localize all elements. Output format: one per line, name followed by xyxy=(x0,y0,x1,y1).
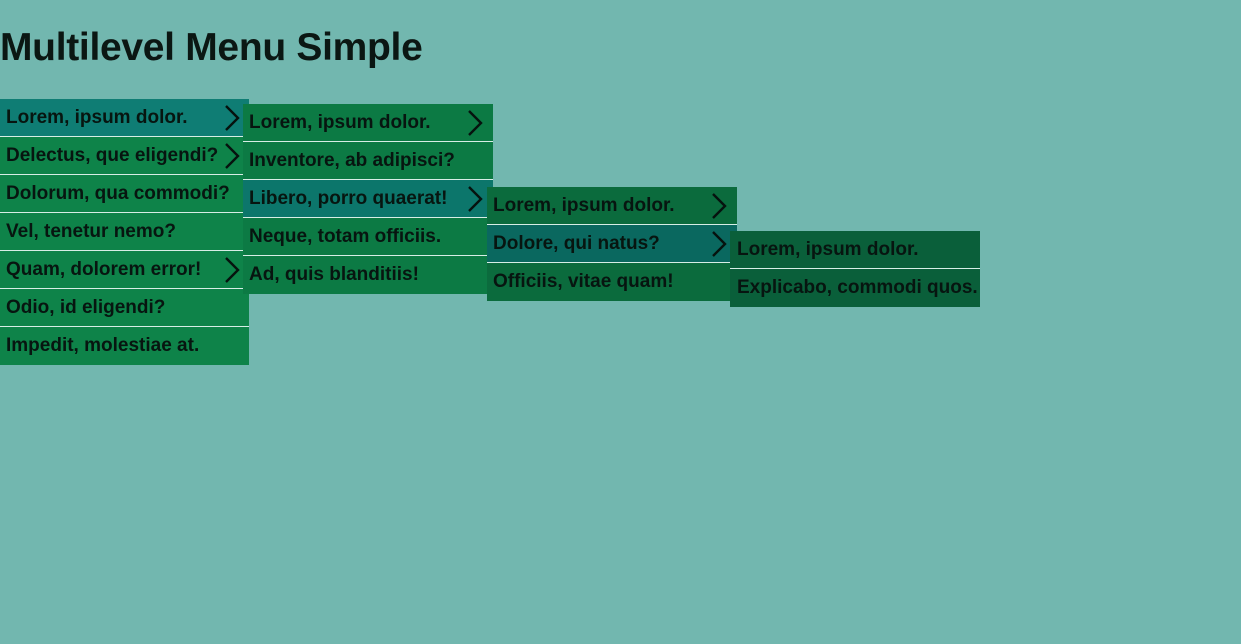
menu-item-label: Odio, id eligendi? xyxy=(6,296,166,318)
menu-level-4: Lorem, ipsum dolor. Explicabo, commodi q… xyxy=(730,231,980,307)
menu-item-label: Quam, dolorem error! xyxy=(6,258,202,280)
chevron-right-icon xyxy=(222,103,242,133)
page-title: Multilevel Menu Simple xyxy=(0,26,423,69)
menu-item-l3-3[interactable]: Officiis, vitae quam! xyxy=(487,263,737,301)
menu-item-label: Lorem, ipsum dolor. xyxy=(493,194,675,216)
menu-item-l3-2[interactable]: Dolore, qui natus? xyxy=(487,225,737,263)
chevron-right-icon xyxy=(222,255,242,285)
menu-item-l1-4[interactable]: Vel, tenetur nemo? xyxy=(0,213,249,251)
menu-level-3: Lorem, ipsum dolor. Dolore, qui natus? O… xyxy=(487,187,737,301)
menu-item-l2-2[interactable]: Inventore, ab adipisci? xyxy=(243,142,493,180)
chevron-right-icon xyxy=(465,108,485,138)
menu-item-l2-4[interactable]: Neque, totam officiis. xyxy=(243,218,493,256)
menu-item-l1-1[interactable]: Lorem, ipsum dolor. xyxy=(0,99,249,137)
menu-item-l1-2[interactable]: Delectus, que eligendi? xyxy=(0,137,249,175)
menu-item-l1-6[interactable]: Odio, id eligendi? xyxy=(0,289,249,327)
menu-item-label: Dolorum, qua commodi? xyxy=(6,182,230,204)
chevron-right-icon xyxy=(709,229,729,259)
menu-item-l2-3[interactable]: Libero, porro quaerat! xyxy=(243,180,493,218)
menu-item-label: Officiis, vitae quam! xyxy=(493,271,674,292)
menu-item-label: Inventore, ab adipisci? xyxy=(249,149,455,171)
menu-level-1: Lorem, ipsum dolor. Delectus, que eligen… xyxy=(0,99,249,365)
menu-item-l1-5[interactable]: Quam, dolorem error! xyxy=(0,251,249,289)
menu-item-l1-3[interactable]: Dolorum, qua commodi? xyxy=(0,175,249,213)
menu-item-label: Ad, quis blanditiis! xyxy=(249,264,419,285)
menu-item-l3-1[interactable]: Lorem, ipsum dolor. xyxy=(487,187,737,225)
chevron-right-icon xyxy=(709,191,729,221)
menu-item-label: Delectus, que eligendi? xyxy=(6,144,219,166)
menu-item-label: Libero, porro quaerat! xyxy=(249,187,448,209)
menu-item-l1-7[interactable]: Impedit, molestiae at. xyxy=(0,327,249,365)
menu-item-label: Lorem, ipsum dolor. xyxy=(737,238,919,260)
menu-item-l4-2[interactable]: Explicabo, commodi quos. xyxy=(730,269,980,307)
menu-item-label: Dolore, qui natus? xyxy=(493,232,660,254)
menu-item-l2-5[interactable]: Ad, quis blanditiis! xyxy=(243,256,493,294)
menu-item-label: Neque, totam officiis. xyxy=(249,225,442,247)
chevron-right-icon xyxy=(222,141,242,171)
menu-item-label: Vel, tenetur nemo? xyxy=(6,220,176,242)
menu-item-l2-1[interactable]: Lorem, ipsum dolor. xyxy=(243,104,493,142)
menu-item-label: Lorem, ipsum dolor. xyxy=(6,106,188,128)
menu-level-2: Lorem, ipsum dolor. Inventore, ab adipis… xyxy=(243,104,493,294)
menu-item-label: Explicabo, commodi quos. xyxy=(737,277,978,298)
menu-item-l4-1[interactable]: Lorem, ipsum dolor. xyxy=(730,231,980,269)
menu-item-label: Lorem, ipsum dolor. xyxy=(249,111,431,133)
menu-item-label: Impedit, molestiae at. xyxy=(6,335,200,356)
chevron-right-icon xyxy=(465,184,485,214)
